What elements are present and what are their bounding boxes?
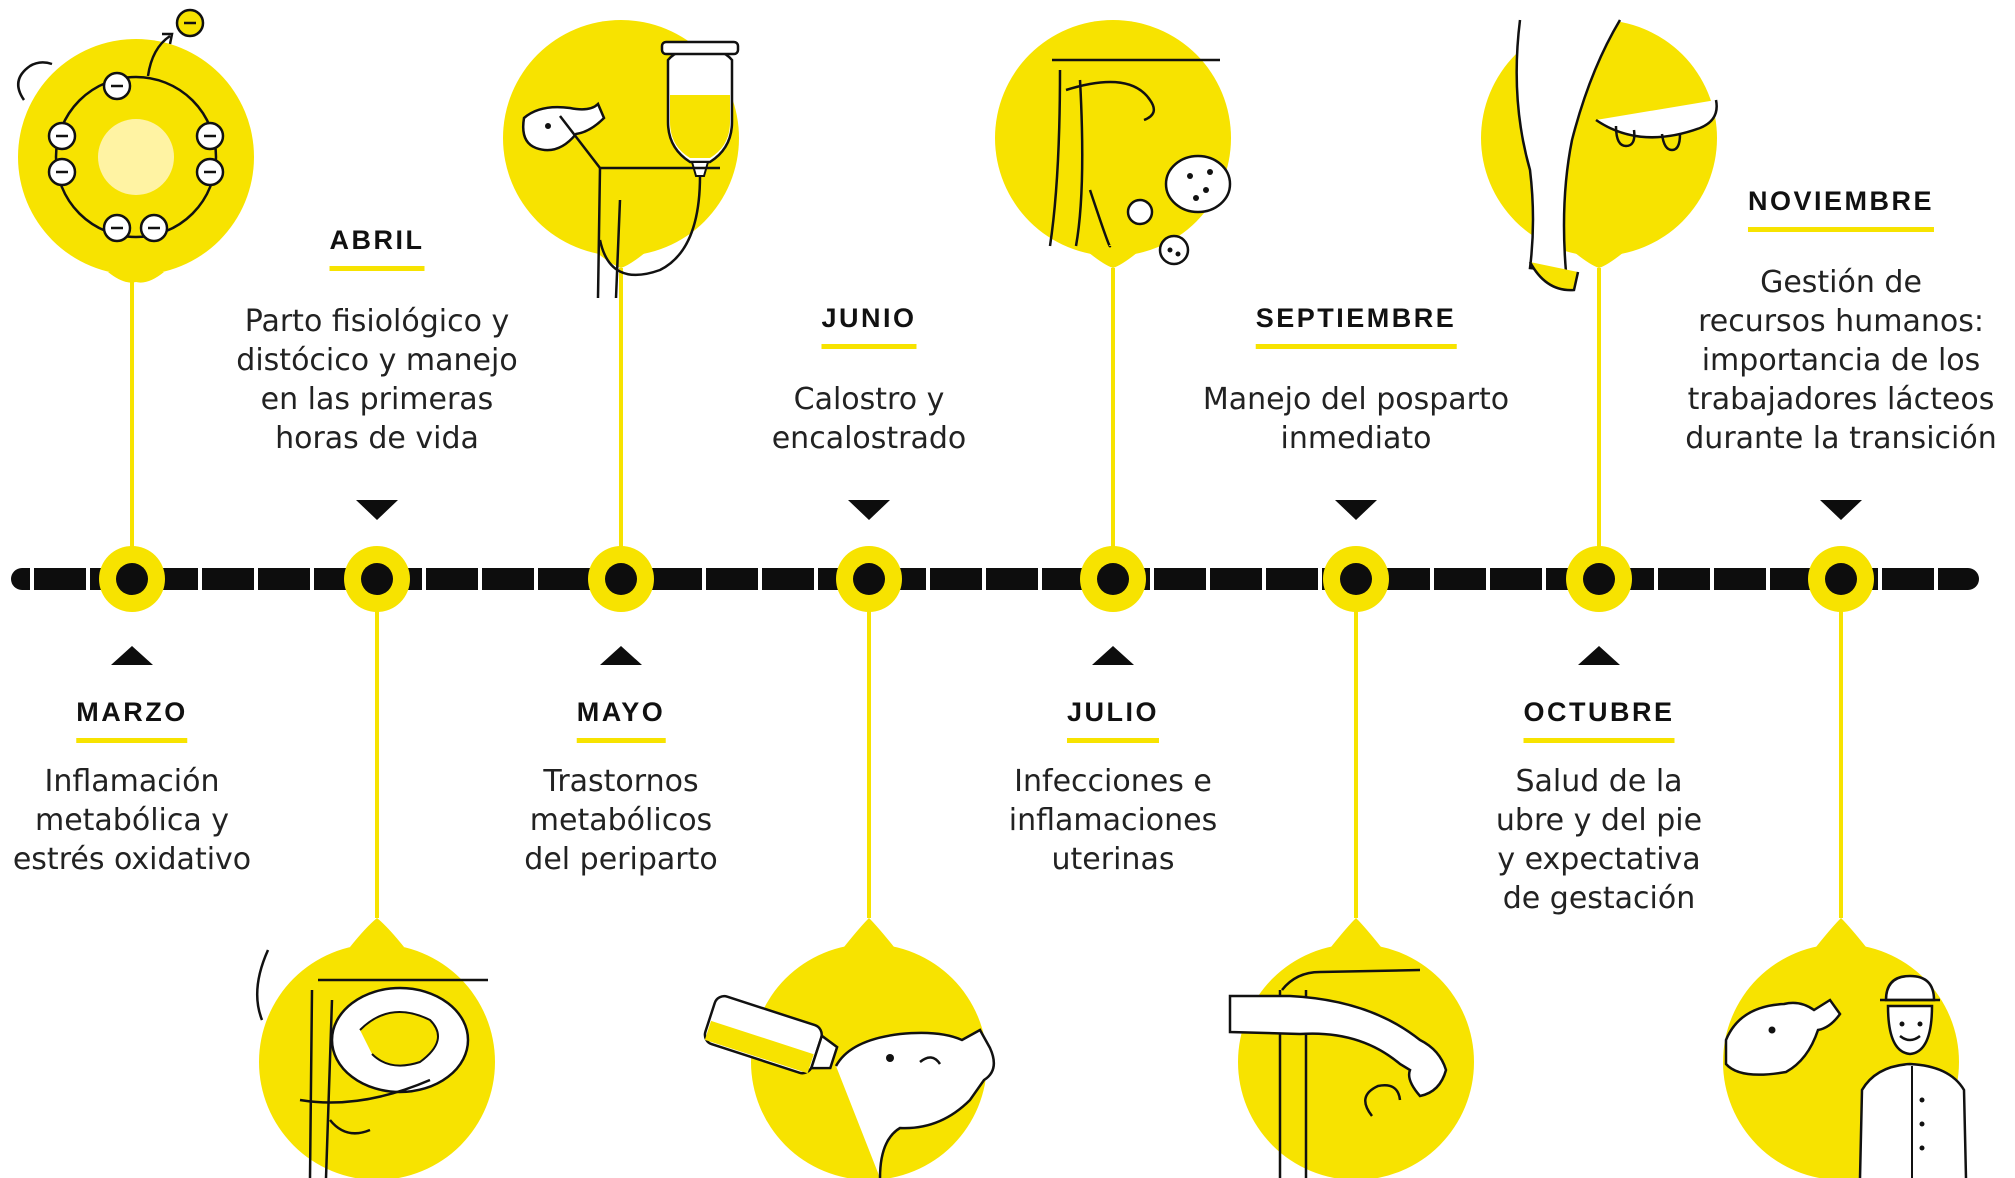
pointer-triangle <box>848 500 890 520</box>
topic-description: Salud de la ubre y del pie y expectativa de… <box>1496 762 1702 918</box>
topic-line: ubre y del pie <box>1495 803 1703 838</box>
timeline-node-dot <box>1097 563 1129 595</box>
topic-line: estrés oxidativo <box>12 842 252 877</box>
timeline-node-dot <box>605 563 637 595</box>
month-label: NOVIEMBRE <box>1748 186 1934 232</box>
pointer-triangles <box>111 500 1862 665</box>
timeline-node-dot <box>853 563 885 595</box>
topic-description: Trastornos metabólicos del periparto <box>524 762 717 879</box>
topic-line: trabajadores lácteos <box>1687 382 1995 417</box>
pointer-triangle <box>1578 646 1620 665</box>
pointer-triangle <box>356 500 398 520</box>
timeline-node-dot <box>1583 563 1615 595</box>
topic-line: Parto fisiológico y <box>244 304 510 339</box>
topic-line: Gestión de <box>1760 265 1922 300</box>
topic-line: horas de vida <box>275 421 479 456</box>
topic-line: Manejo del posparto <box>1202 382 1510 417</box>
timeline-node-dot <box>1340 563 1372 595</box>
topic-line: en las primeras <box>260 382 494 417</box>
udder-hoof-icon <box>1481 19 1718 292</box>
topic-line: Inflamación <box>44 764 220 799</box>
pointer-triangle <box>1092 646 1134 665</box>
molecule-oxidation-icon <box>17 8 254 283</box>
topic-description: Calostro y encalostrado <box>772 380 967 458</box>
topic-line: importancia de los <box>1701 343 1981 378</box>
pointer-triangle <box>600 646 642 665</box>
topic-line: Salud de la <box>1515 764 1683 799</box>
month-label: MAYO <box>577 697 666 743</box>
postpartum-exam-icon <box>1228 918 1474 1178</box>
calving-cow-icon <box>256 918 495 1178</box>
pointer-triangle <box>1335 500 1377 520</box>
topic-line: recursos humanos: <box>1698 304 1984 339</box>
cow-iv-drip-icon <box>503 20 740 299</box>
topic-description: Gestión de recursos humanos: importancia d… <box>1685 263 1996 458</box>
topic-line: inflamaciones <box>1008 803 1218 838</box>
month-label: SEPTIEMBRE <box>1256 303 1457 349</box>
month-label: ABRIL <box>330 225 425 271</box>
topic-line: y expectativa <box>1497 842 1701 877</box>
pointer-triangle <box>111 646 153 665</box>
month-label: OCTUBRE <box>1524 697 1675 743</box>
month-label: JULIO <box>1067 697 1159 743</box>
month-label: MARZO <box>76 697 187 743</box>
topic-line: Trastornos <box>543 764 699 799</box>
timeline-node-dot <box>361 563 393 595</box>
calf-bottle-icon <box>703 918 996 1178</box>
topic-line: Calostro y <box>793 382 945 417</box>
topic-description: Inflamación metabólica y estrés oxidativo <box>13 762 251 879</box>
icon-layer <box>17 8 1968 1178</box>
topic-line: uterinas <box>1051 842 1175 877</box>
topic-line: inmediato <box>1280 421 1432 456</box>
pointer-triangle <box>1820 500 1862 520</box>
timeline-node-dot <box>1825 563 1857 595</box>
worker-cow-icon <box>1723 918 1968 1178</box>
topic-line: metabólica y <box>34 803 230 838</box>
topic-description: Parto fisiológico y distócico y manejo en … <box>236 302 517 458</box>
topic-line: metabólicos <box>529 803 713 838</box>
topic-description: Manejo del posparto inmediato <box>1203 380 1509 458</box>
topic-line: distócico y manejo <box>236 343 518 378</box>
month-label: JUNIO <box>821 303 916 349</box>
topic-line: del periparto <box>524 842 718 877</box>
topic-description: Infecciones e inflamaciones uterinas <box>1009 762 1218 879</box>
bacteria-uterus-icon <box>995 20 1232 268</box>
topic-line: Infecciones e <box>1014 764 1212 799</box>
topic-line: encalostrado <box>771 421 967 456</box>
connector-lines <box>130 268 1843 918</box>
topic-line: de gestación <box>1502 881 1696 916</box>
timeline-nodes <box>99 546 1874 612</box>
topic-line: durante la transición <box>1685 421 1997 456</box>
timeline-node-dot <box>116 563 148 595</box>
